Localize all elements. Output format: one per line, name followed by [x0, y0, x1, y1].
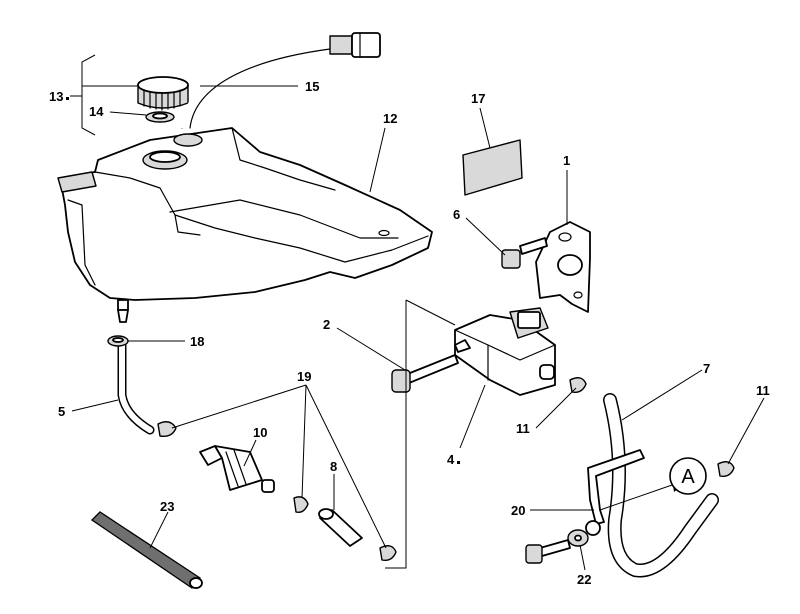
callout-18: 18: [190, 334, 204, 349]
callout-15: 15: [305, 79, 319, 94]
hose-23: [90, 511, 203, 589]
screw-2: [391, 354, 459, 393]
reference-label: A: [681, 466, 695, 488]
callout-14: 14: [89, 104, 104, 119]
callout-13: 13: [49, 89, 63, 104]
callout-22: 22: [577, 572, 591, 587]
callout-6: 6: [453, 207, 460, 222]
solenoid-valve: [454, 307, 556, 396]
callout-5: 5: [58, 404, 65, 419]
mounting-bracket: [535, 221, 591, 313]
fuel-tank: [57, 127, 433, 323]
callout-11-left: 11: [516, 421, 530, 436]
leader-lines: [70, 54, 765, 571]
callout-4: 4: [447, 452, 455, 467]
hose-5: [117, 340, 155, 435]
callout-11-right: 11: [756, 383, 770, 398]
callout-7: 7: [703, 361, 710, 376]
washer-and-screw-22: [525, 529, 589, 564]
callout-labels: 13 14 15 12 17 1 6 2 18 19 5 10 4 8 23 7…: [49, 79, 770, 587]
callout-8: 8: [330, 459, 337, 474]
hose-clamps-19: [157, 421, 397, 562]
callout-20: 20: [511, 503, 525, 518]
fuel-filter: [199, 445, 275, 493]
hose-clamp-18: [107, 335, 129, 347]
spacer-pin: [318, 508, 363, 547]
reference-circle: [669, 457, 707, 495]
callout-19: 19: [297, 369, 311, 384]
callout-23: 23: [160, 499, 174, 514]
callout-12: 12: [383, 111, 397, 126]
cap-gasket: [145, 111, 175, 123]
callout-10: 10: [253, 425, 267, 440]
callout-13-marker: [66, 97, 69, 100]
callout-1: 1: [563, 153, 570, 168]
hose-7: [603, 393, 719, 578]
screw-6: [501, 237, 548, 269]
reference-marker-a: A: [599, 457, 707, 511]
filler-cap: [137, 76, 189, 111]
hose-clamps-11: [569, 377, 735, 478]
callout-17: 17: [471, 91, 485, 106]
gasket-plate: [462, 139, 523, 196]
callout-2: 2: [323, 317, 330, 332]
callout-4-marker: [457, 461, 460, 464]
level-sensor-wire: [181, 32, 381, 129]
